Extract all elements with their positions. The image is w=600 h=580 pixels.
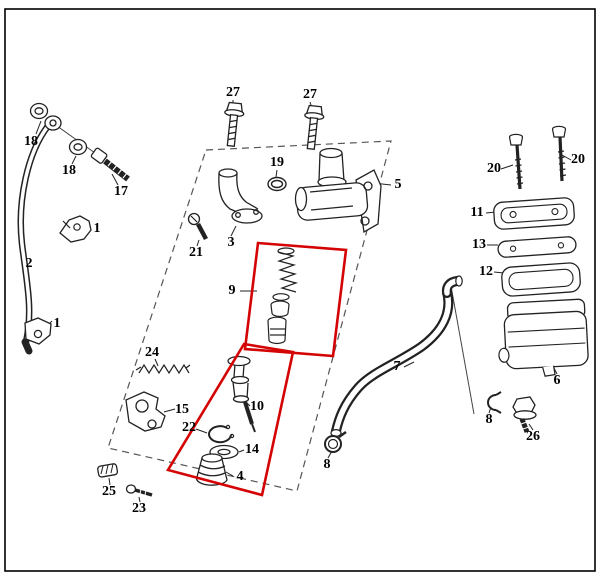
part-26-flange-bolt xyxy=(512,396,537,433)
part-label-27-a: 27 xyxy=(226,85,240,100)
part-25-spacer xyxy=(97,463,119,478)
part-label-1-b: 1 xyxy=(53,316,61,331)
part-label-19: 19 xyxy=(270,155,284,170)
part-21-screw xyxy=(187,212,208,241)
part-6-reservoir-tank xyxy=(498,298,589,377)
part-label-26: 26 xyxy=(526,429,540,444)
part-label-18-b: 18 xyxy=(62,163,76,178)
part-9-piston-repair-kit xyxy=(267,247,299,345)
part-label-8-b: 8 xyxy=(323,457,331,472)
part-label-11: 11 xyxy=(470,205,484,220)
part-13-plate xyxy=(497,236,577,258)
part-label-17: 17 xyxy=(114,184,128,199)
part-label-1-a: 1 xyxy=(93,221,101,236)
part-1-clamp-upper xyxy=(59,215,92,243)
part-5-master-cylinder-body xyxy=(294,147,382,234)
part-23-screw xyxy=(125,484,153,497)
part-label-5: 5 xyxy=(394,177,402,192)
part-3-oil-joint xyxy=(218,168,263,224)
part-label-20-a: 20 xyxy=(487,161,501,176)
part-1-clamp-lower xyxy=(24,317,52,345)
part-label-12: 12 xyxy=(479,264,493,279)
part-label-25: 25 xyxy=(102,484,116,499)
part-label-22: 22 xyxy=(182,420,196,435)
part-10-push-rod xyxy=(227,355,256,433)
part-label-24: 24 xyxy=(145,345,159,360)
part-7-oil-hose xyxy=(330,275,463,438)
part-22-snap-ring xyxy=(208,424,235,444)
part-19-o-ring xyxy=(267,176,287,192)
part-label-6: 6 xyxy=(553,373,561,388)
part-label-20-b: 20 xyxy=(571,152,585,167)
part-2-brake-hose xyxy=(17,115,62,355)
part-label-18-a: 18 xyxy=(24,134,38,149)
part-27-flange-bolts xyxy=(224,101,325,150)
part-label-2: 2 xyxy=(25,256,33,271)
part-label-3: 3 xyxy=(227,235,235,250)
part-label-8-a: 8 xyxy=(485,412,493,427)
highlight-box-rod-kit xyxy=(165,342,295,497)
part-11-reservoir-cap xyxy=(493,197,575,230)
assembly-group-outline xyxy=(107,140,392,492)
part-label-4: 4 xyxy=(236,469,244,484)
part-label-23: 23 xyxy=(132,501,146,516)
part-label-7: 7 xyxy=(393,359,401,374)
part-label-10: 10 xyxy=(250,399,264,414)
assembly-line xyxy=(450,285,475,415)
part-8-hose-clamp xyxy=(324,430,347,453)
highlight-box-piston-kit xyxy=(243,241,348,358)
part-label-21: 21 xyxy=(189,245,203,260)
part-label-9: 9 xyxy=(228,283,236,298)
part-label-14: 14 xyxy=(245,442,259,457)
part-24-spring xyxy=(135,363,191,375)
part-18-sealing-washers xyxy=(29,102,88,156)
part-label-27-b: 27 xyxy=(303,87,317,102)
part-12-diaphragm xyxy=(501,262,581,297)
part-label-13: 13 xyxy=(472,237,486,252)
part-20-cap-screws xyxy=(508,125,567,190)
part-label-15: 15 xyxy=(175,402,189,417)
part-17-oil-bolt xyxy=(90,147,130,182)
part-8-clip xyxy=(487,391,502,414)
part-15-holder xyxy=(125,391,166,432)
figure-border xyxy=(4,8,596,572)
